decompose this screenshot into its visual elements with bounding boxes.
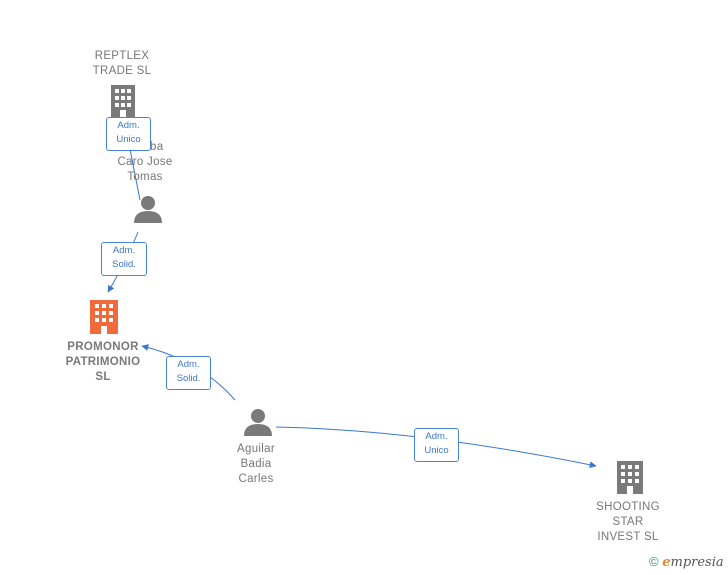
- copyright-icon: ©: [649, 554, 659, 569]
- edge-label-adm-unico[interactable]: Adm. Unico: [106, 117, 151, 151]
- person-icon[interactable]: [244, 409, 272, 436]
- person-icon[interactable]: [134, 196, 162, 223]
- building-icon[interactable]: [111, 85, 135, 117]
- building-icon[interactable]: [90, 300, 118, 334]
- node-label-reptlex[interactable]: REPTLEX TRADE SL: [92, 50, 152, 77]
- node-label-aguilar[interactable]: Aguilar Badia Carles: [237, 443, 275, 485]
- edge-label-adm-unico[interactable]: Adm. Unico: [414, 428, 459, 462]
- empresia-logo[interactable]: © empresia: [649, 554, 724, 570]
- edge-label-adm-solid[interactable]: Adm. Solid.: [166, 356, 211, 390]
- node-label-caro[interactable]: Caro Jose Tomas: [117, 156, 173, 183]
- node-label-shooting[interactable]: SHOOTING STAR INVEST SL: [596, 501, 660, 543]
- building-icon[interactable]: [617, 461, 643, 494]
- brand-name: empresia: [662, 555, 724, 570]
- node-label-caro-partial: ba: [150, 141, 164, 153]
- node-label-promonor[interactable]: PROMONOR PATRIMONIO SL: [65, 341, 141, 383]
- edge-label-adm-solid[interactable]: Adm. Solid.: [101, 242, 147, 276]
